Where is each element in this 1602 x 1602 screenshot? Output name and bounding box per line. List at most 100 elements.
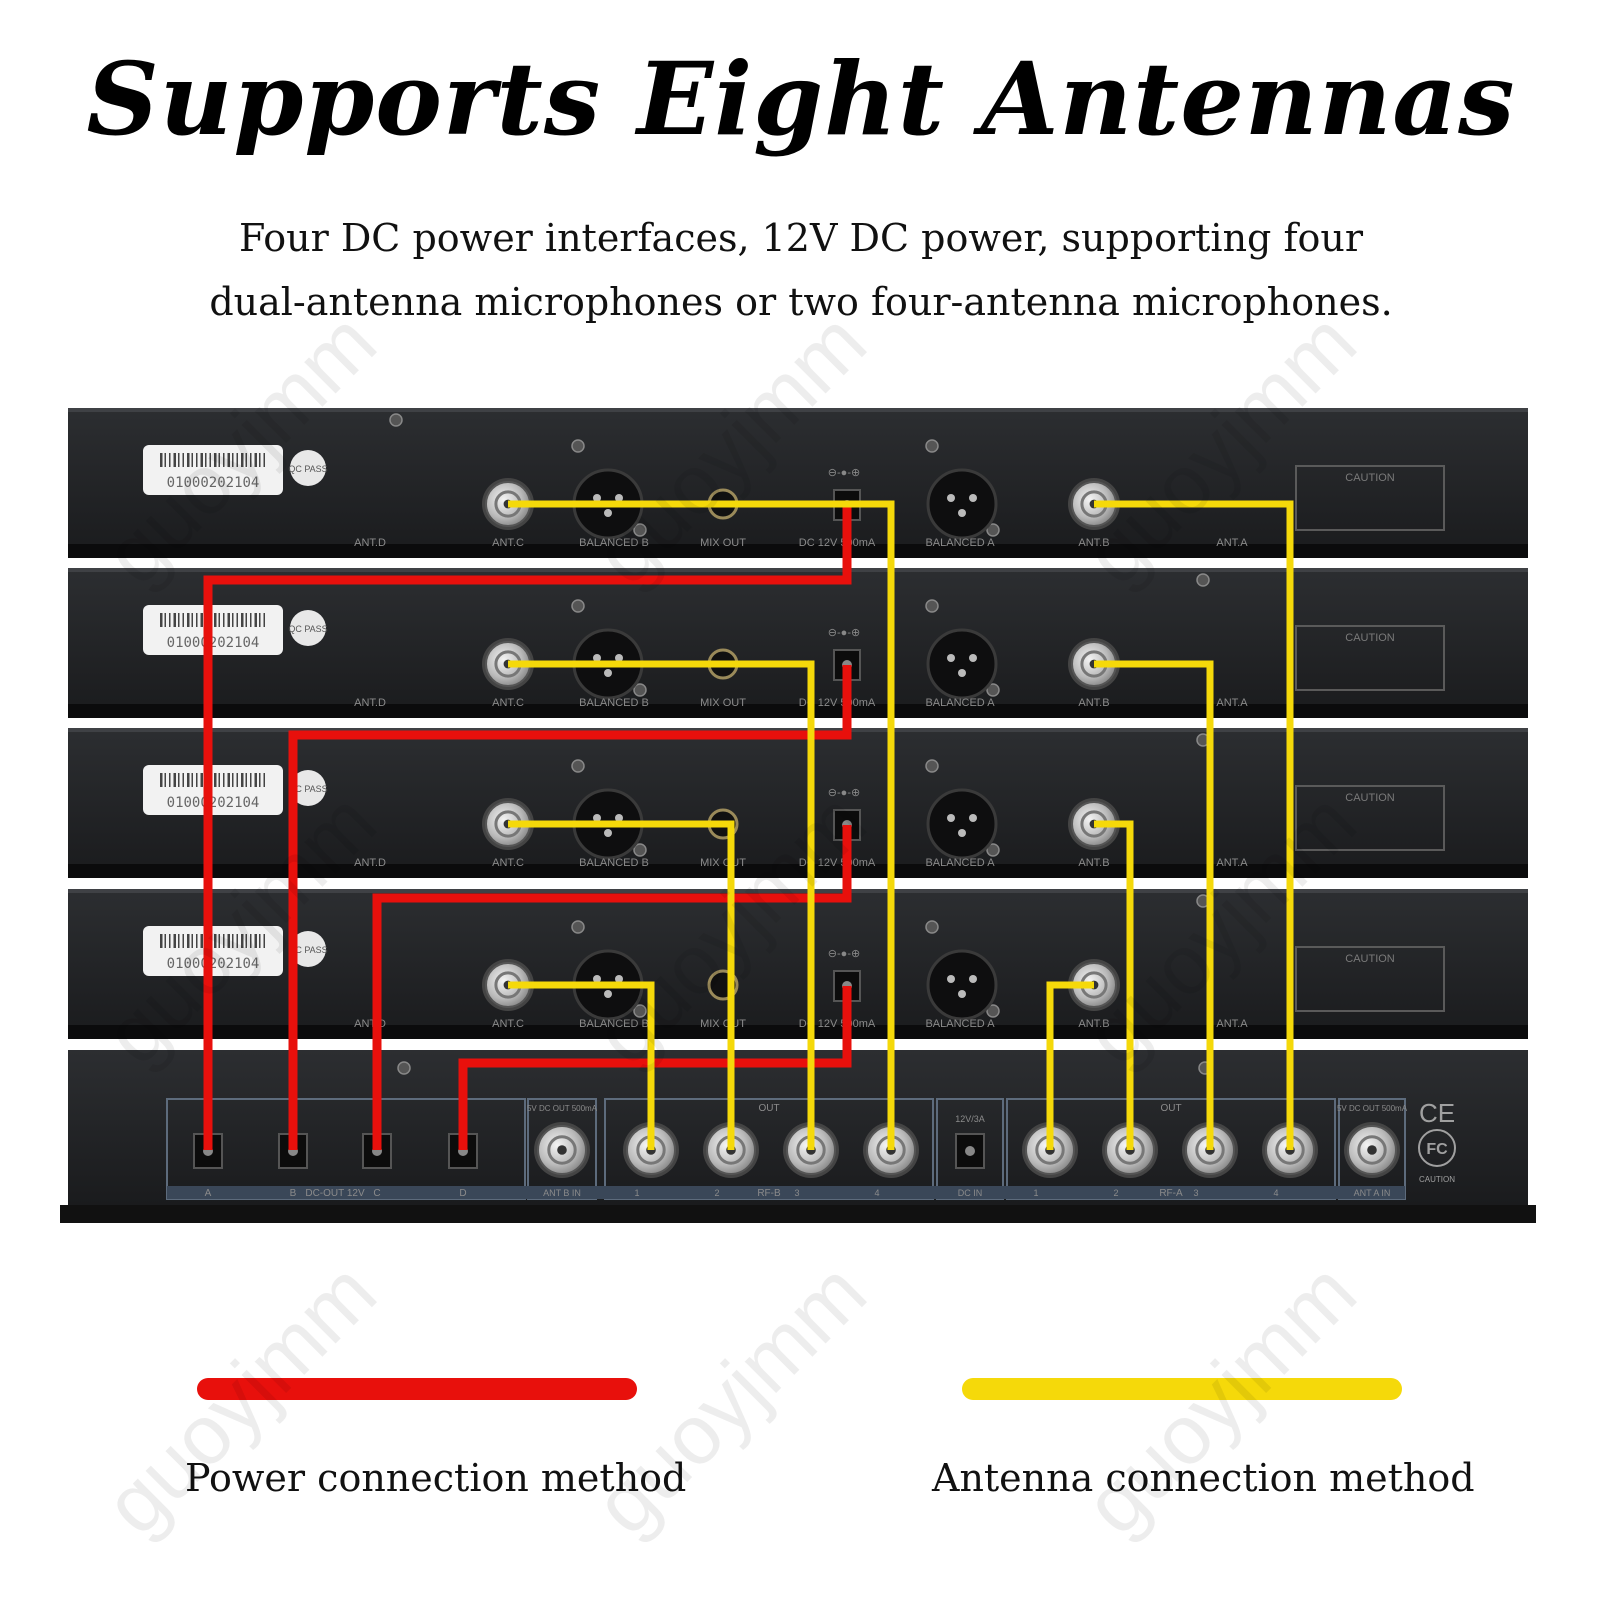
receiver-panel <box>68 728 1528 878</box>
panel-label: ANT.C <box>492 537 524 549</box>
out-label: OUT <box>1160 1103 1181 1114</box>
power-cable <box>288 665 852 1150</box>
out-number-label: 1 <box>634 1188 639 1198</box>
bnc-connector <box>1344 1122 1400 1178</box>
panel-label: ANT.A <box>1216 697 1248 709</box>
fc-mark: FC <box>1426 1141 1448 1158</box>
antenna-cable-rf-a <box>1094 500 1294 1150</box>
qc-badge: QC PASS <box>288 770 328 806</box>
caution-label: CAUTION <box>1295 625 1445 691</box>
screw <box>986 523 1000 537</box>
panel-label: ANT.B <box>1078 537 1109 549</box>
panel-label: DC 12V 500mA <box>799 1018 876 1030</box>
panel-label: DC 12V 500mA <box>799 857 876 869</box>
screw <box>633 523 647 537</box>
panel-label: BALANCED A <box>925 537 995 549</box>
dc-polarity-symbol: ⊖-●-⊕ <box>828 627 860 639</box>
xlr-connector <box>926 468 998 540</box>
antenna-cables <box>508 500 1294 1150</box>
panel-label: ANT.B <box>1078 697 1109 709</box>
receiver-top-edge <box>68 408 1528 412</box>
serial-sticker: 01000202104 <box>143 445 283 495</box>
serial-sticker: 01000202104 <box>143 926 283 976</box>
dc-polarity-symbol: ⊖-●-⊕ <box>828 948 860 960</box>
screw <box>986 1004 1000 1018</box>
panel-label: BALANCED B <box>579 537 649 549</box>
antenna-cable-rf-b <box>508 660 815 1150</box>
out-number-label: 4 <box>1273 1188 1278 1198</box>
receiver-edge <box>68 1025 1528 1039</box>
legend-antenna-line <box>962 1378 1402 1400</box>
qc-badge-text: QC PASS <box>288 945 327 955</box>
panel-label: BALANCED B <box>579 857 649 869</box>
panel-label: ANT.C <box>492 697 524 709</box>
receiver-edge <box>68 864 1528 878</box>
caution-text: CAUTION <box>1345 472 1395 484</box>
dc-jack <box>955 1133 985 1169</box>
bnc-connector <box>534 1122 590 1178</box>
bnc-connector <box>482 478 534 530</box>
panel-label: BALANCED A <box>925 857 995 869</box>
panel-label: MIX OUT <box>700 1018 746 1030</box>
receiver-panel <box>68 408 1528 558</box>
panel-label: ANT.B <box>1078 1018 1109 1030</box>
out-label: OUT <box>758 1103 779 1114</box>
distributor-caution-text: CAUTION <box>1419 1175 1455 1184</box>
panel-label: MIX OUT <box>700 857 746 869</box>
ant-a-in-top-label: 5V DC OUT 500mA <box>1337 1104 1408 1113</box>
antenna-cable-rf-a <box>1094 820 1134 1150</box>
panel-label: ANT.B <box>1078 857 1109 869</box>
serial-number: 01000202104 <box>167 956 260 972</box>
power-cables <box>203 505 852 1150</box>
dc-polarity-symbol: ⊖-●-⊕ <box>828 467 860 479</box>
dc-port-label: B <box>290 1188 297 1199</box>
ant-b-in-label: ANT B IN <box>543 1188 581 1198</box>
receiver-edge <box>68 544 1528 558</box>
caution-label: CAUTION <box>1295 785 1445 851</box>
subtitle-line-1: Four DC power interfaces, 12V DC power, … <box>238 216 1364 260</box>
screw <box>571 920 585 934</box>
panel-label: ANT.A <box>1216 857 1248 869</box>
panel-label: BALANCED A <box>925 697 995 709</box>
dc-port-label: D <box>459 1188 466 1199</box>
panel-label: BALANCED B <box>579 1018 649 1030</box>
power-cable <box>372 825 852 1150</box>
out-number-label: 3 <box>1193 1188 1198 1198</box>
distributor-label-strip <box>167 1186 1405 1199</box>
distributor-base <box>60 1205 1536 1223</box>
qc-badge: QC PASS <box>288 931 328 967</box>
screw <box>633 683 647 697</box>
caution-label: CAUTION <box>1295 946 1445 1012</box>
dc-in-top-label: 12V/3A <box>955 1114 985 1124</box>
dc-port-label: A <box>205 1188 212 1199</box>
page-title: Supports Eight Antennas <box>86 40 1516 158</box>
qc-badge-text: QC PASS <box>288 784 327 794</box>
panel-label: MIX OUT <box>700 697 746 709</box>
dc-polarity-symbol: ⊖-●-⊕ <box>828 787 860 799</box>
qc-badge-text: QC PASS <box>288 624 327 634</box>
receiver-panel <box>68 568 1528 718</box>
antenna-cable-rf-b <box>508 981 655 1150</box>
screw <box>986 683 1000 697</box>
qc-badge-text: QC PASS <box>288 464 327 474</box>
fc-mark-ring <box>1418 1129 1456 1167</box>
rf-b-label: RF-B <box>757 1188 781 1199</box>
antenna-cable-rf-a <box>1046 981 1094 1150</box>
screw <box>925 439 939 453</box>
xlr-connector <box>926 788 998 860</box>
subtitle-line-2: dual-antenna microphones or two four-ant… <box>209 280 1393 324</box>
power-cable <box>458 986 852 1150</box>
xlr-connector <box>926 949 998 1021</box>
screw <box>925 759 939 773</box>
serial-sticker: 01000202104 <box>143 765 283 815</box>
xlr-connector <box>926 628 998 700</box>
serial-number: 01000202104 <box>167 795 260 811</box>
panel-label: ANT.C <box>492 857 524 869</box>
legend-antenna-label: Antenna connection method <box>932 1456 1475 1500</box>
receiver-top-edge <box>68 568 1528 572</box>
legend-power-line <box>197 1378 637 1400</box>
